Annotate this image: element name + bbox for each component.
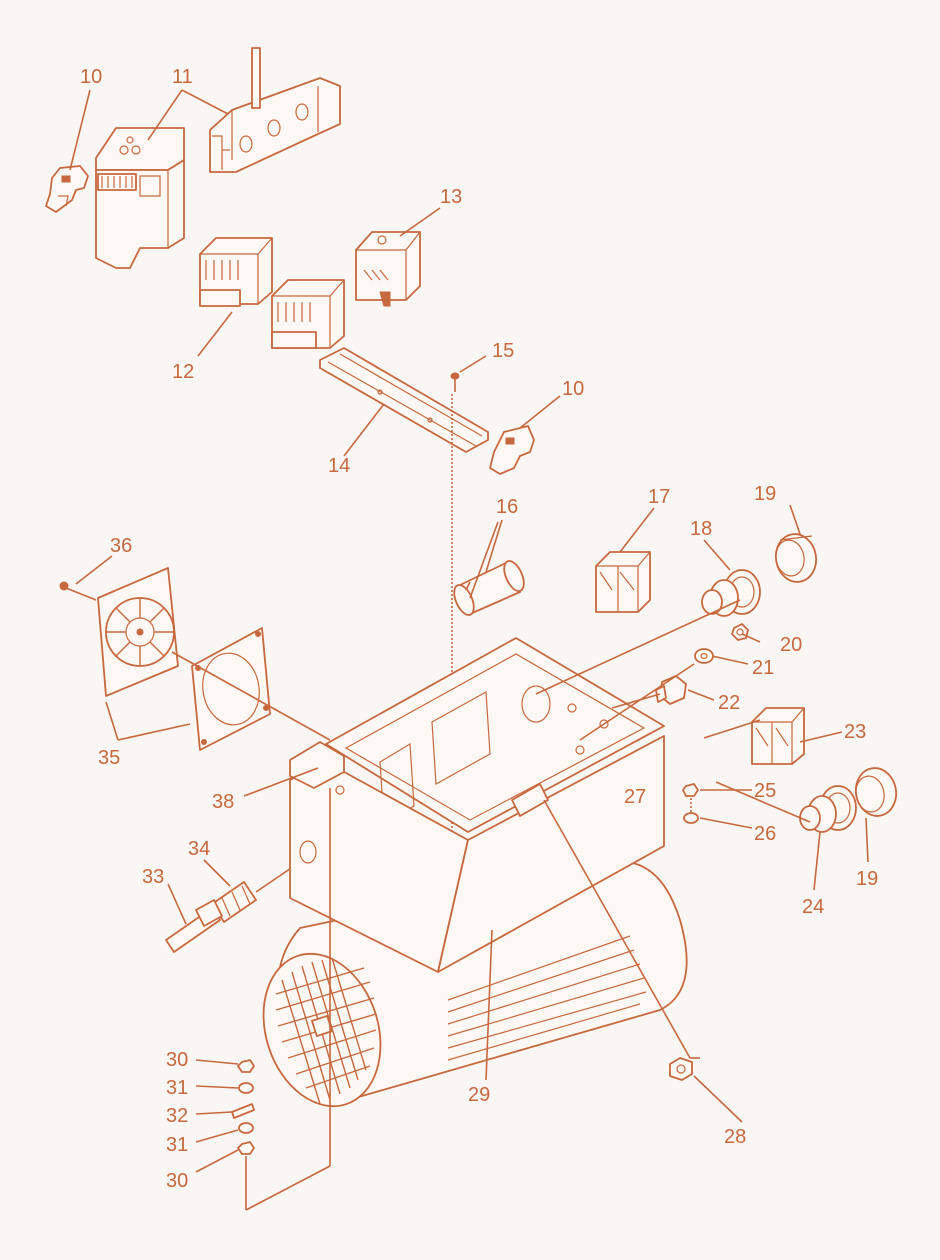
- part-19-ring-bottom: [854, 767, 898, 817]
- callout-15: 15: [492, 340, 514, 362]
- callout-32: 32: [166, 1105, 188, 1127]
- part-23-relay-block: [751, 707, 805, 765]
- part-12-contactor-b: [271, 279, 345, 349]
- callout-27: 27: [624, 786, 646, 808]
- callout-26: 26: [754, 823, 776, 845]
- part-15-screw: [450, 372, 460, 392]
- part-11-terminal-strip: [209, 47, 341, 173]
- callout-19-top: 19: [754, 483, 776, 505]
- callout-35: 35: [98, 747, 120, 769]
- callout-33: 33: [142, 866, 164, 888]
- part-19-ring-top: [774, 533, 818, 583]
- callout-38: 38: [212, 791, 234, 813]
- terminal-box: [289, 637, 665, 973]
- part-18-cable-gland: [701, 569, 761, 617]
- part-14-din-rail: [319, 347, 489, 453]
- callout-16: 16: [496, 496, 518, 518]
- callout-30-bottom: 30: [166, 1170, 188, 1192]
- callout-31-bottom: 31: [166, 1134, 188, 1156]
- callout-22: 22: [718, 692, 740, 714]
- callout-10-right: 10: [562, 378, 584, 400]
- callout-31-top: 31: [166, 1077, 188, 1099]
- part-20-nut: [731, 623, 749, 641]
- part-10-bracket-top: [45, 165, 89, 213]
- part-33-cable: [165, 899, 223, 953]
- callout-24: 24: [802, 896, 824, 918]
- part-21-washer: [694, 648, 714, 664]
- callout-12: 12: [172, 361, 194, 383]
- callout-11: 11: [172, 66, 193, 88]
- callout-21: 21: [752, 657, 774, 679]
- callout-28: 28: [724, 1126, 746, 1148]
- part-10-bracket-right: [489, 425, 535, 475]
- callout-labels: 10 11 13 12 15 10 14 16 17 19 18 36 20 2…: [80, 66, 878, 1192]
- callout-25: 25: [754, 780, 776, 802]
- part-16-capacitor: [453, 560, 525, 616]
- callout-20: 20: [780, 634, 802, 656]
- part-12-contactor-a: [199, 237, 273, 307]
- part-36-screw: [59, 581, 97, 601]
- part-26-washer: [683, 812, 699, 824]
- part-35-gasket: [191, 627, 271, 751]
- part-35-fan-cover: [97, 567, 179, 697]
- callout-13: 13: [440, 186, 462, 208]
- callout-34: 34: [188, 838, 210, 860]
- callout-30-top: 30: [166, 1049, 188, 1071]
- callout-14: 14: [328, 455, 350, 477]
- callout-18: 18: [690, 518, 712, 540]
- part-11-relay: [95, 127, 185, 269]
- part-13-relay: [355, 231, 421, 307]
- ground-hardware-stack: [231, 788, 331, 1211]
- part-24-cable-gland: [799, 785, 857, 833]
- part-28-nut: [669, 1057, 693, 1081]
- motor-fan-grill: [275, 957, 377, 1105]
- callout-36: 36: [110, 535, 132, 557]
- callout-23: 23: [844, 721, 866, 743]
- part-17-relay-block: [595, 551, 651, 613]
- callout-19-bottom: 19: [856, 868, 878, 890]
- callout-17: 17: [648, 486, 670, 508]
- callout-29: 29: [468, 1084, 490, 1106]
- callout-10-top: 10: [80, 66, 102, 88]
- part-25-nut: [682, 783, 699, 797]
